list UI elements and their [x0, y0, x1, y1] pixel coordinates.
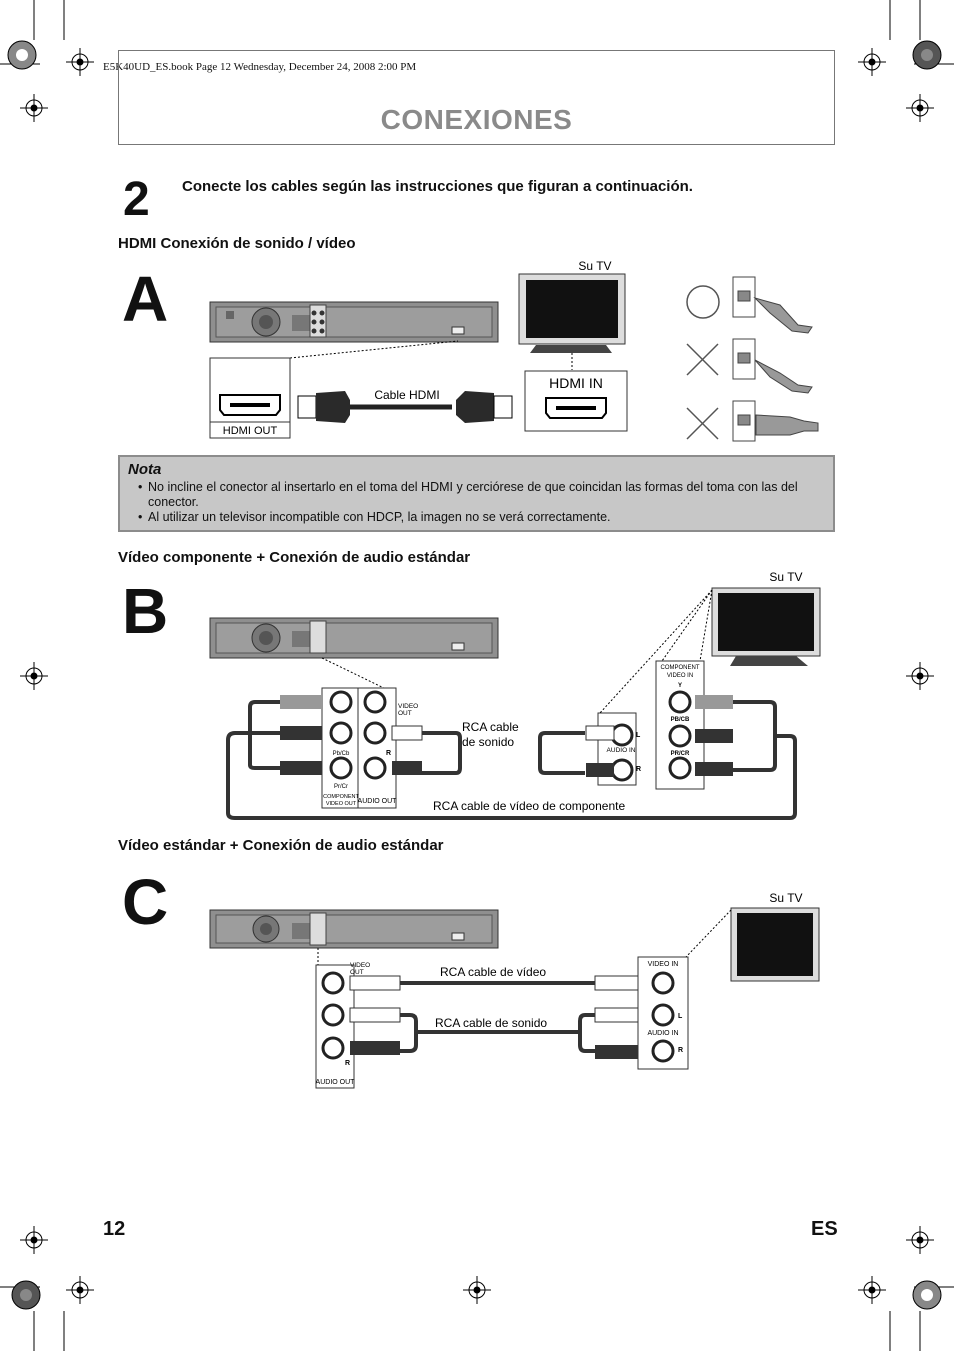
component-in-label-2: VIDEO IN — [667, 673, 693, 679]
dvd-player-rear — [209, 301, 499, 343]
audio-out-label: AUDIO OUT — [316, 1079, 356, 1086]
hdmi-in-label: HDMI IN — [549, 375, 603, 391]
language-code: ES — [811, 1218, 838, 1240]
dvd-player-rear — [209, 617, 499, 659]
component-in-label-1: COMPONENT — [661, 665, 700, 671]
diagram-a: HDMI OUT Cable HDMI Su TV HDMI IN — [209, 259, 819, 442]
page-title: CONEXIONES — [380, 104, 573, 135]
pb-small-label: Pb/Cb — [333, 751, 350, 757]
pr-label: PR/CR — [671, 751, 690, 757]
video-in-label: VIDEO IN — [648, 961, 679, 968]
video-out-label-2: OUT — [398, 710, 412, 717]
circle-ok-icon — [686, 285, 720, 319]
hdmi-port-icon — [545, 397, 607, 419]
video-out-label-1: VIDEO — [398, 703, 418, 710]
r-label: R — [386, 750, 391, 757]
section-c-letter: C — [122, 866, 169, 938]
audio-out-label: AUDIO OUT — [358, 798, 398, 805]
section-a-letter: A — [122, 263, 169, 335]
header-frame — [118, 50, 835, 145]
audio-in-label: AUDIO IN — [647, 1030, 678, 1037]
tv-icon — [711, 587, 821, 666]
diagram-b: Pb/Cb Pr/Cr COMPONENT VIDEO OUT AUDIO OU… — [209, 570, 821, 820]
audio-cable-label-2: de sonido — [462, 735, 514, 749]
page-number: 12 — [103, 1218, 126, 1240]
print-meta-line: E5K40UD_ES.book Page 12 Wednesday, Decem… — [103, 61, 417, 73]
audio-in-label: AUDIO IN — [607, 747, 636, 754]
hdmi-out-label: HDMI OUT — [223, 425, 278, 437]
pr-small-label: Pr/Cr — [334, 784, 348, 790]
tv-label-b: Su TV — [769, 570, 802, 584]
pb-label: PB/CB — [671, 717, 690, 723]
note-box: Nota No incline el conector al insertarl… — [118, 455, 835, 532]
hdmi-cable-label: Cable HDMI — [374, 388, 439, 402]
component-out-label-1: COMPONENT — [323, 794, 359, 800]
color-wheel-icon — [7, 40, 942, 1310]
cross-ng-icon — [686, 407, 719, 440]
y-label: Y — [678, 683, 682, 689]
tv-label-c: Su TV — [769, 891, 802, 905]
l-label: L — [678, 1013, 683, 1020]
component-out-label-2: VIDEO OUT — [326, 801, 357, 807]
video-out-label-1: VIDEO — [350, 962, 370, 969]
connector-angle-illustrations — [732, 276, 819, 442]
r-label-tv: R — [636, 766, 641, 773]
section-c-heading: Vídeo estándar + Conexión de audio están… — [118, 837, 444, 854]
note-item: No incline el conector al insertarlo en … — [138, 480, 825, 510]
hdmi-cable — [297, 391, 513, 423]
diagram-c: VIDEO OUT R AUDIO OUT RCA cable de vídeo… — [209, 891, 820, 1089]
section-a-heading: HDMI Conexión de sonido / vídeo — [118, 235, 356, 252]
note-item: Al utilizar un televisor incompatible co… — [138, 510, 825, 525]
hdmi-port-icon — [219, 394, 281, 416]
section-b-heading: Vídeo componente + Conexión de audio est… — [118, 549, 471, 566]
note-title: Nota — [128, 461, 162, 478]
audio-cable-label: RCA cable de sonido — [435, 1016, 547, 1030]
r-label-tv: R — [678, 1047, 683, 1054]
video-cable-label: RCA cable de vídeo de componente — [433, 799, 625, 813]
video-out-label-2: OUT — [350, 969, 364, 976]
tv-label-a: Su TV — [578, 259, 611, 273]
r-label: R — [345, 1060, 350, 1067]
l-label: L — [636, 732, 641, 739]
section-b-letter: B — [122, 575, 169, 647]
dvd-player-rear — [209, 909, 499, 949]
step-instruction: Conecte los cables según las instruccion… — [182, 178, 693, 195]
tv-icon — [518, 273, 626, 353]
registration-target-icon — [20, 48, 934, 1304]
component-cable-plugs — [280, 695, 423, 775]
step-number: 2 — [123, 173, 150, 226]
audio-cable-label-1: RCA cable — [462, 720, 519, 734]
cross-ng-icon — [686, 343, 719, 376]
video-cable-label: RCA cable de vídeo — [440, 965, 546, 979]
tv-icon — [730, 907, 820, 982]
